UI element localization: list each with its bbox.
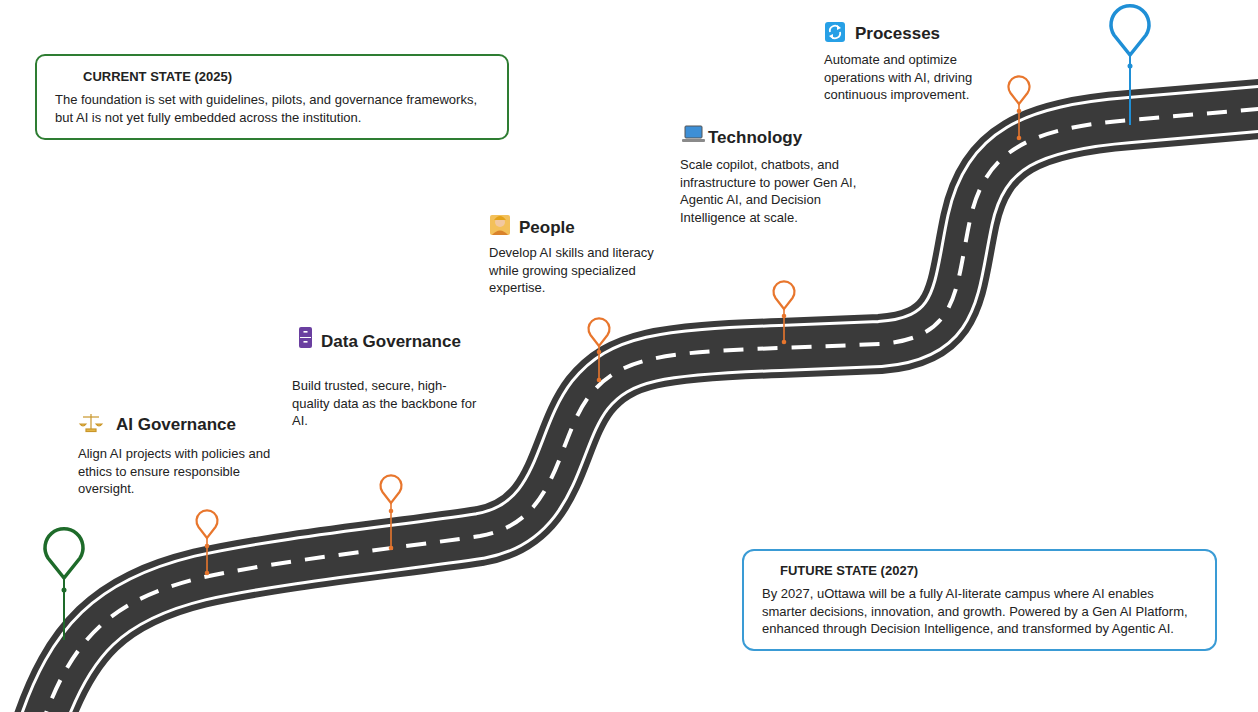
cabinet-icon (299, 327, 312, 348)
milestone-heading: Processes (855, 24, 940, 44)
milestone-description: Align AI projects with policies and ethi… (78, 445, 298, 498)
road (40, 108, 1258, 712)
milestone-heading: Data Governance (321, 332, 461, 352)
refresh-icon (825, 22, 845, 42)
state-description: The foundation is set with guidelines, p… (55, 91, 491, 126)
state-heading: CURRENT STATE (2025) (55, 68, 491, 85)
milestone-description: Build trusted, secure, high-quality data… (292, 377, 482, 430)
milestone-pins (207, 104, 1019, 573)
end-pin (1111, 6, 1149, 125)
current-state-box: CURRENT STATE (2025) The foundation is se… (35, 54, 509, 140)
scales-icon (80, 414, 102, 432)
state-description: By 2027, uOttawa will be a fully AI-lite… (762, 585, 1199, 638)
future-state-box: FUTURE STATE (2027) By 2027, uOttawa will… (742, 549, 1217, 651)
pin-dots (205, 109, 1022, 576)
milestone-heading: Technology (708, 128, 802, 148)
milestone-description: Develop AI skills and literacy while gro… (489, 244, 679, 297)
milestone-description: Automate and optimize operations with AI… (824, 51, 1002, 104)
laptop-icon (682, 126, 705, 142)
milestone-heading: AI Governance (116, 415, 236, 435)
milestone-heading: People (519, 218, 575, 238)
pin-heads (197, 76, 1030, 538)
milestone-description: Scale copilot, chatbots, and infrastruct… (680, 156, 885, 226)
state-heading: FUTURE STATE (2027) (762, 562, 1199, 579)
start-pin (45, 529, 83, 640)
person-icon (490, 215, 510, 235)
